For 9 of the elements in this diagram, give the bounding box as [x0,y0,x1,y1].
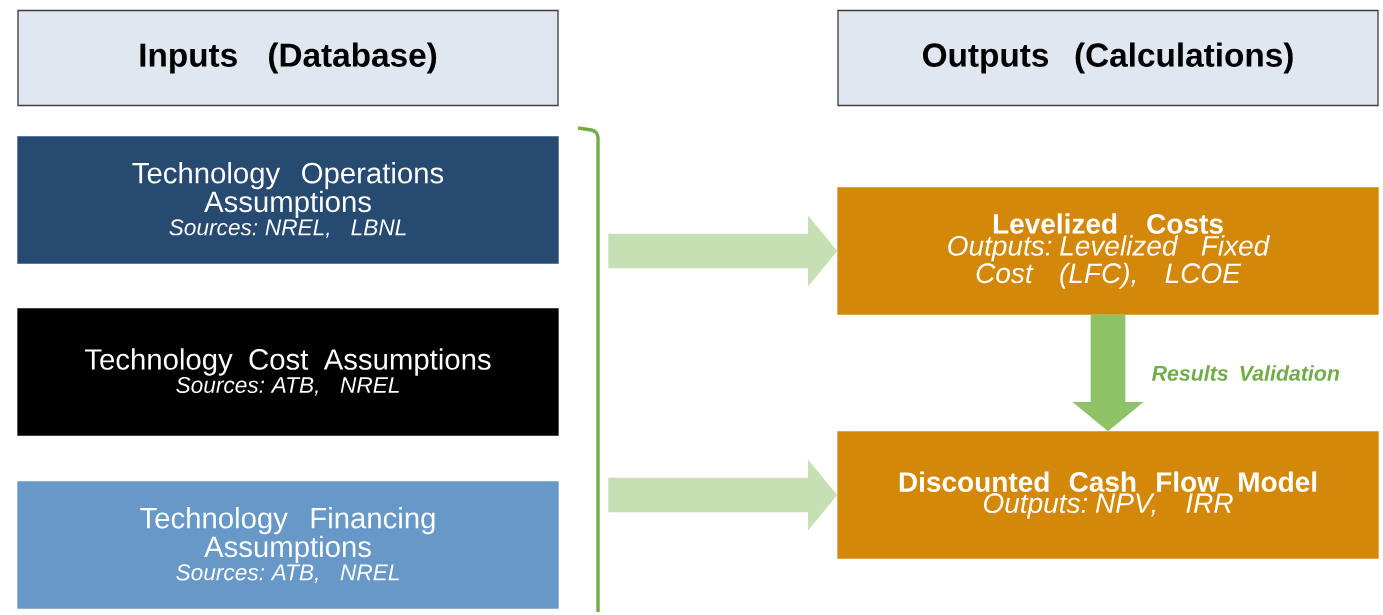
input-box: Technology Operations Assumptions Sources: NREL, LBNL [17,136,559,264]
output-box: Levelized Costs Outputs: Levelized Fixed Cost (LFC), LCOE [837,187,1379,315]
input-box: Technology Financing Assumptions Sources: ATB, NREL [17,481,559,609]
header-box: Inputs (Database) [17,9,559,107]
edge-label: Results Validation [1152,365,1339,381]
output-box: Discounted Cash Flow Model Outputs: NPV, IRR [837,431,1379,559]
bracket [577,126,600,612]
input-box: Technology Cost Assumptions Sources: ATB, NREL [17,308,559,436]
header-box: Outputs (Calculations) [837,9,1379,107]
